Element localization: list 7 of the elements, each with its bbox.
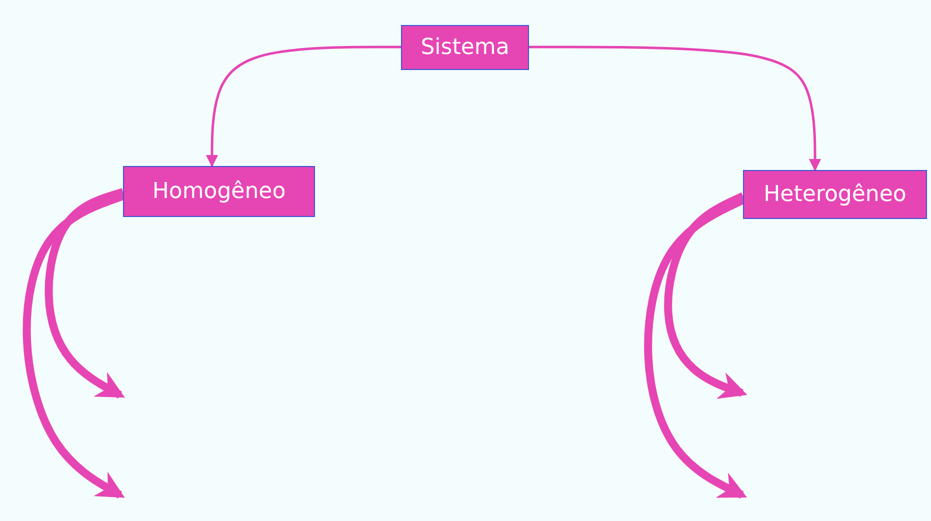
arrow (44, 188, 125, 399)
concept-box: Sistema (401, 25, 529, 70)
arrow (529, 46, 822, 172)
concept-box: Homogêneo (123, 166, 315, 217)
arrow (206, 46, 401, 168)
concept-box: Heterogêneo (743, 170, 927, 219)
arrow (664, 192, 748, 399)
